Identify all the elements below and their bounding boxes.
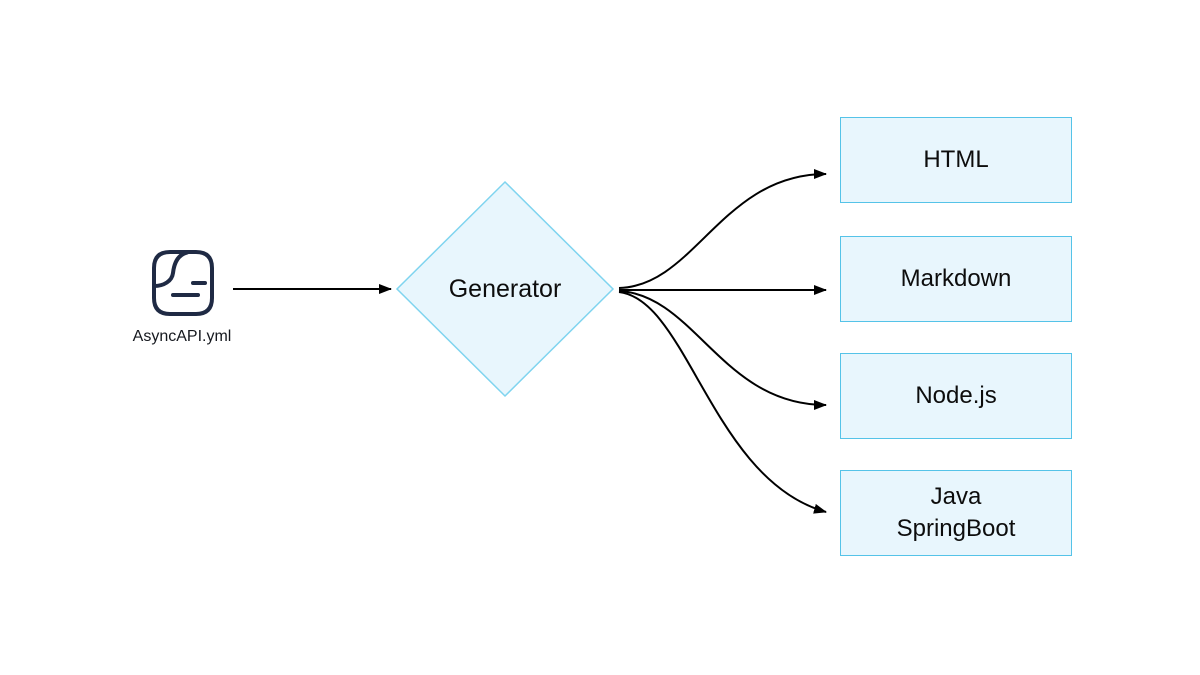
output-box-markdown: Markdown xyxy=(840,236,1072,322)
output-box-html: HTML xyxy=(840,117,1072,203)
output-box-java-springboot: Java SpringBoot xyxy=(840,470,1072,556)
source-file-label: AsyncAPI.yml xyxy=(132,328,232,345)
output-box-html-label: HTML xyxy=(923,146,989,173)
output-box-nodejs: Node.js xyxy=(840,353,1072,439)
arrow-generator-to-java-springboot xyxy=(618,291,827,514)
output-box-java-springboot-label: Java SpringBoot xyxy=(896,483,1016,542)
document-icon xyxy=(152,250,214,316)
arrow-generator-to-nodejs xyxy=(618,290,827,410)
arrow-generator-to-html xyxy=(618,169,827,289)
generator-label: Generator xyxy=(448,275,562,303)
generator-diamond-shape xyxy=(395,180,615,398)
output-box-markdown-label: Markdown xyxy=(900,265,1012,292)
output-box-nodejs-label: Node.js xyxy=(915,382,997,409)
